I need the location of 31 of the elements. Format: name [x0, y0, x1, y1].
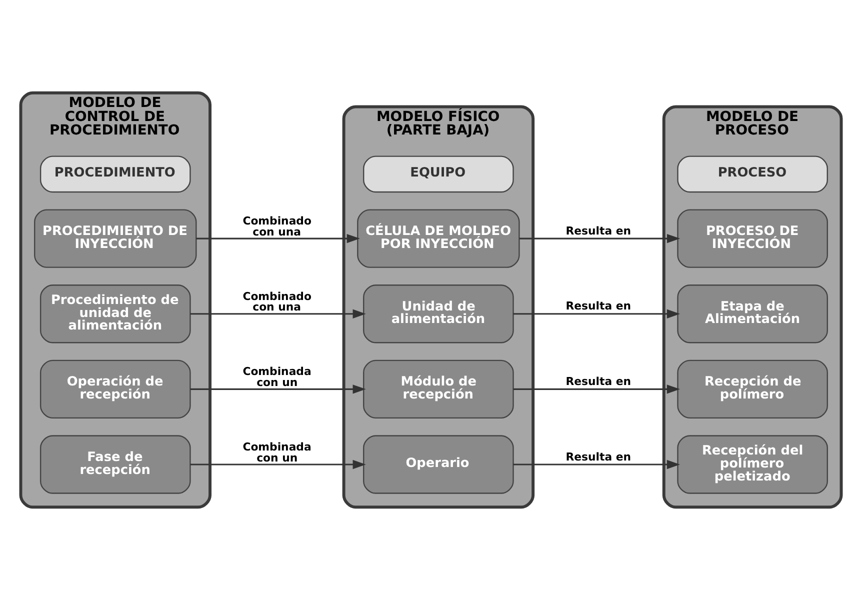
edge-label: Resulta en — [566, 300, 632, 313]
edge-label: Resulta en — [566, 375, 632, 388]
node-box: Fase de recepción — [40, 435, 191, 494]
node-box: PROCESO DE INYECCIÓN — [677, 209, 828, 268]
node-box: Módulo de recepción — [363, 360, 514, 419]
edge-label: Resulta en — [566, 224, 632, 238]
node-box: Recepción del polímero peletizado — [677, 435, 828, 494]
arrow — [519, 234, 680, 244]
node-box: Unidad de alimentación — [363, 284, 514, 344]
arrow — [190, 460, 366, 470]
node-box: Procedimiento de unidad de alimentación — [40, 284, 191, 344]
node-box: CÉLULA DE MOLDEO POR INYECCIÓN — [357, 209, 520, 268]
node-box: Operación de recepción — [40, 360, 191, 419]
edge-label: Combinado con una — [242, 290, 312, 314]
edge-label: Combinado con una — [242, 214, 312, 238]
node-box: Recepción de polímero — [677, 360, 828, 419]
arrow — [190, 384, 366, 394]
node-box: PROCESO — [677, 156, 828, 193]
arrow — [513, 384, 680, 394]
edge-label: Resulta en — [566, 450, 632, 464]
edge-label: Combinada con un — [242, 365, 312, 390]
node-box: PROCEDIMIENTO DE INYECCIÓN — [34, 209, 197, 268]
edge-label: Combinada con un — [242, 440, 312, 464]
arrow — [190, 309, 366, 318]
arrow — [513, 309, 680, 318]
arrow — [513, 460, 680, 470]
node-box: PROCEDIMIENTO — [40, 156, 191, 193]
node-box: Operario — [363, 435, 514, 494]
arrow — [196, 234, 360, 244]
node-box: Etapa de Alimentación — [677, 284, 828, 344]
node-box: EQUIPO — [363, 156, 514, 193]
